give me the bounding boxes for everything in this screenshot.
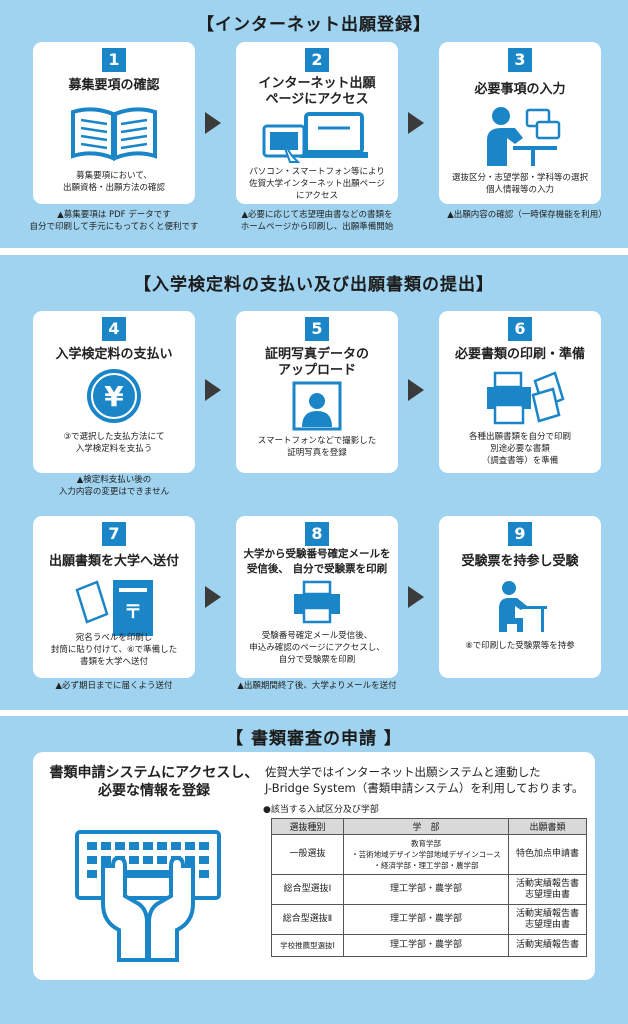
table-row: 総合型選抜Ⅰ 理工学部・農学部 活動実績報告書 志望理由書 [271, 874, 587, 905]
mailbox-icon: 〒 [75, 580, 153, 636]
section-fee-and-documents: 【入学検定料の支払い及び出願書類の提出】 4 入学検定料の支払い ¥ ③で選択し… [0, 255, 628, 710]
svg-text:¥: ¥ [104, 380, 124, 413]
step-title: 大学から受験番号確定メールを 受信後、 自分で受験票を印刷 [243, 548, 391, 575]
computer-tablet-icon [262, 112, 368, 163]
cell-type: 総合型選抜Ⅰ [271, 874, 344, 905]
exam-desk-icon [499, 581, 547, 632]
step-description: スマートフォンなどで撮影した 証明写真を登録 [257, 436, 377, 458]
step-card-2: 2 インターネット出願 ページにアクセス パソコン・スマートフォン等により 佐賀… [236, 42, 398, 204]
cell-docs: 活動実績報告書 志望理由書 [508, 874, 587, 905]
arrow-right-icon [408, 586, 424, 608]
cell-faculty: 理工学部・農学部 [343, 874, 509, 905]
step-title: 受験票を持参し受験 [461, 554, 579, 569]
step-title: 入学検定料の支払い [55, 347, 173, 362]
step-number: 2 [305, 48, 329, 72]
step-description: 選抜区分・志望学部・学科等の選択 個人情報等の入力 [451, 173, 588, 195]
column-header: 選抜種別 [271, 818, 344, 835]
step-description: 受験番号確定メール受信後、 申込み確認のページにアクセスし、 自分で受験票を印刷 [249, 631, 385, 665]
arrow-right-icon [205, 586, 221, 608]
cell-type: 一般選抜 [271, 834, 344, 875]
step-number: 7 [102, 522, 126, 546]
printer-documents-icon [487, 371, 565, 425]
step-card-3: 3 必要事項の入力 選抜区分・志望学部・学科等の選択 個人情報等の入力 [439, 42, 601, 204]
step-note: ▲募集要項は PDF データです 自分で印刷して手元にもっておくと便利です [29, 210, 199, 232]
step-description: ⑧で印刷した受験票等を持参 [465, 641, 575, 651]
arrow-right-icon [408, 379, 424, 401]
step-card-4: 4 入学検定料の支払い ¥ ③で選択した支払方法にて 入学検定料を支払う [33, 311, 195, 473]
step-number: 3 [508, 48, 532, 72]
table-header-row: 選抜種別 学 部 出願書類 [271, 818, 587, 835]
section-title: 【入学検定料の支払い及び出願書類の提出】 [134, 275, 494, 295]
cell-type: 学校推薦型選抜Ⅰ [271, 934, 344, 957]
step-number: 1 [102, 48, 126, 72]
step-title: 出願書類を大学へ送付 [48, 554, 179, 569]
step-card-1: 1 募集要項の確認 募集要項において、 出願資格・出願方法の確認 [33, 42, 195, 204]
cell-faculty: 教育学部 ・芸術地域デザイン学部地域デザインコース ・経済学部・理工学部・農学部 [343, 834, 509, 875]
cell-docs: 活動実績報告書 [508, 934, 587, 957]
step-description: ③で選択した支払方法にて 入学検定料を支払う [63, 432, 165, 454]
system-card-title: 書類申請システムにアクセスし、 必要な情報を登録 [49, 765, 259, 799]
section-title: 【 書類審査の申請 】 [226, 729, 402, 749]
keyboard-typing-icon [75, 830, 221, 962]
step-card-8: 8 大学から受験番号確定メールを 受信後、 自分で受験票を印刷 受験番号確定メー… [236, 516, 398, 678]
step-description: 募集要項において、 出願資格・出願方法の確認 [62, 171, 165, 193]
step-title: 必要書類の印刷・準備 [454, 347, 585, 362]
column-header: 学 部 [343, 818, 509, 835]
step-number: 6 [508, 317, 532, 341]
system-card-description: 佐賀大学ではインターネット出願システムと連動した J-Bridge System… [265, 765, 584, 795]
step-note: ▲検定料支払い後の 入力内容の変更はできません [58, 475, 170, 497]
arrow-right-icon [205, 379, 221, 401]
step-title: 募集要項の確認 [68, 78, 160, 93]
table-row: 総合型選抜Ⅱ 理工学部・農学部 活動実績報告書 志望理由書 [271, 904, 587, 935]
step-note: ▲出願期間終了後、大学よりメールを送付 [237, 681, 397, 691]
step-title: 必要事項の入力 [474, 82, 566, 97]
column-header: 出願書類 [508, 818, 587, 835]
step-description: 各種出願書類を自分で印刷 別途必要な書類 （調査書等）を準備 [468, 432, 571, 466]
cell-docs: 活動実績報告書 志望理由書 [508, 904, 587, 935]
cell-faculty: 理工学部・農学部 [343, 904, 509, 935]
section-internet-application: 【インターネット出願登録】 1 募集要項の確認 募集要項において、 出願資格・出… [0, 0, 628, 248]
table-caption: ●該当する入試区分及び学部 [263, 805, 379, 815]
yen-coin-icon: ¥ [87, 369, 141, 423]
open-book-icon [71, 107, 157, 161]
step-card-5: 5 証明写真データの アップロード スマートフォンなどで撮影した 証明写真を登録 [236, 311, 398, 473]
step-number: 8 [305, 522, 329, 546]
step-number: 4 [102, 317, 126, 341]
step-card-7: 7 出願書類を大学へ送付 〒 宛名ラベルを印刷し 封筒に貼り付けて、⑥で準備した… [33, 516, 195, 678]
step-note: ▲必要に応じて志望理由書などの書類を ホームページから印刷し、出願準備開始 [240, 210, 394, 232]
cell-docs: 特色加点申請書 [508, 834, 587, 875]
cell-faculty: 理工学部・農学部 [343, 934, 509, 957]
step-description: パソコン・スマートフォン等により 佐賀大学インターネット出願ページ にアクセス [249, 167, 385, 201]
application-system-card: 書類申請システムにアクセスし、 必要な情報を登録 佐賀大学ではインターネット出願… [33, 752, 595, 980]
step-title: 証明写真データの アップロード [264, 347, 369, 378]
step-note: ▲出願内容の確認（一時保存機能を利用） [447, 210, 607, 220]
section-title: 【インターネット出願登録】 [197, 15, 431, 35]
cell-type: 総合型選抜Ⅱ [271, 904, 344, 935]
person-at-computer-icon [487, 107, 561, 166]
step-card-9: 9 受験票を持参し受験 ⑧で印刷した受験票等を持参 [439, 516, 601, 678]
step-description: 宛名ラベルを印刷し 封筒に貼り付けて、⑥で準備した 書類を大学へ送付 [50, 633, 178, 667]
table-row: 一般選抜 教育学部 ・芸術地域デザイン学部地域デザインコース ・経済学部・理工学… [271, 834, 587, 875]
id-photo-icon [292, 381, 342, 431]
step-number: 5 [305, 317, 329, 341]
arrow-right-icon [205, 112, 221, 134]
arrow-right-icon [408, 112, 424, 134]
eligible-categories-table: 選抜種別 学 部 出願書類 一般選抜 教育学部 ・芸術地域デザイン学部地域デザイ… [271, 818, 587, 957]
step-card-6: 6 必要書類の印刷・準備 各種出願書類を自分で印刷 別途必要な書類 （調査書等）… [439, 311, 601, 473]
svg-text:〒: 〒 [124, 602, 142, 623]
printer-icon [294, 580, 340, 624]
step-number: 9 [508, 522, 532, 546]
step-note: ▲必ず期日までに届くよう送付 [55, 681, 173, 691]
table-row: 学校推薦型選抜Ⅰ 理工学部・農学部 活動実績報告書 [271, 934, 587, 957]
step-title: インターネット出願 ページにアクセス [258, 76, 376, 107]
